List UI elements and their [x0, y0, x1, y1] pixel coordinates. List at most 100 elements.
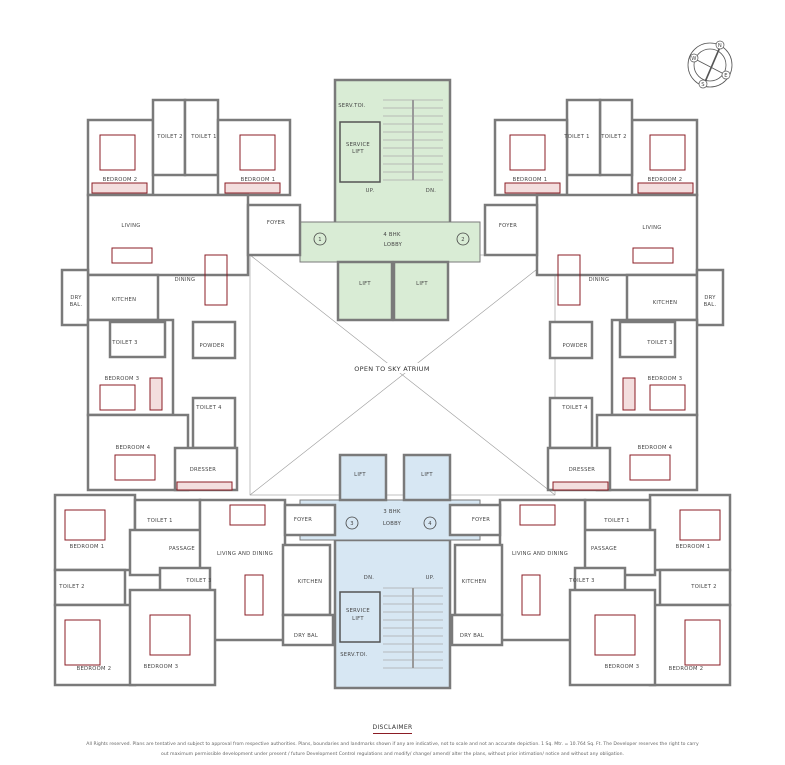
room-label: PASSAGE — [591, 546, 617, 552]
room-outline — [453, 543, 504, 617]
room-outline — [658, 568, 732, 607]
room-outline — [448, 503, 502, 537]
room-label: SERV.TOI. — [340, 652, 368, 658]
room-label: LOBBY — [383, 521, 402, 527]
bed-icon — [64, 509, 106, 541]
dining-table-icon — [204, 254, 228, 306]
lift — [392, 260, 450, 322]
room-label: KITCHEN — [112, 297, 137, 303]
room-label: 4 — [428, 521, 432, 527]
lift — [338, 453, 388, 502]
compass-icon: N W E S — [687, 40, 733, 89]
wardrobe-icon — [149, 377, 163, 411]
room-label: 4 BHK — [383, 232, 401, 238]
room-label: 1 — [318, 237, 322, 243]
room-label: BAL. — [704, 302, 717, 308]
room-label: FOYER — [472, 517, 490, 523]
room-outline — [108, 320, 167, 359]
room-label: LIFT — [352, 616, 364, 622]
service-lift — [339, 121, 381, 183]
room-label: SERVICE — [346, 608, 370, 614]
room-label: TOILET 3 — [111, 340, 137, 346]
room-label: BEDROOM 2 — [103, 177, 138, 183]
room-label: DRY — [704, 295, 716, 301]
room-label: LOBBY — [384, 242, 403, 248]
bed-icon — [649, 384, 686, 411]
room-label: DRY BAL — [294, 633, 318, 639]
room-outline — [281, 613, 335, 647]
room-label: TOILET 2 — [600, 134, 626, 140]
room-label: LIFT — [354, 472, 366, 478]
bed-icon — [99, 384, 136, 411]
room-outline — [246, 203, 302, 257]
room-label: DINING — [175, 277, 196, 283]
room-label: TOILET 2 — [690, 584, 716, 590]
room-label: BEDROOM 2 — [648, 177, 683, 183]
room-outline — [450, 613, 504, 647]
room-outline — [618, 320, 677, 359]
room-label: BEDROOM 4 — [638, 445, 673, 451]
room-label: PASSAGE — [169, 546, 195, 552]
wardrobe-icon — [552, 481, 609, 491]
room-label: 3 — [350, 521, 354, 527]
sofa-icon — [111, 247, 153, 264]
room-outline — [568, 588, 657, 687]
room-outline — [535, 193, 699, 277]
room-label: TOILET 2 — [58, 584, 84, 590]
dining-table-icon — [519, 504, 556, 526]
lift — [402, 453, 452, 502]
bed-icon — [114, 454, 156, 481]
bed-icon — [679, 509, 721, 541]
room-label: 2 — [461, 237, 465, 243]
room-label: LIFT — [359, 281, 371, 287]
wardrobe-icon — [622, 377, 636, 411]
room-outline — [53, 568, 127, 607]
room-label: BEDROOM 3 — [144, 664, 179, 670]
dining-table-icon — [229, 504, 266, 526]
room-label: DRY BAL — [460, 633, 484, 639]
room-label: POWDER — [562, 343, 587, 349]
room-label: SERVICE — [346, 142, 370, 148]
wardrobe-icon — [176, 481, 233, 491]
room-label: TOILET 4 — [195, 405, 222, 411]
room-label: BEDROOM 1 — [513, 177, 548, 183]
room-label: FOYER — [499, 223, 517, 229]
room-label: FOYER — [267, 220, 285, 226]
room-outline — [695, 268, 725, 327]
room-label: TOILET 1 — [146, 518, 172, 524]
4bhk-lobby — [299, 221, 481, 263]
bed-icon — [99, 134, 136, 171]
room-label: POWDER — [199, 343, 224, 349]
room-outline — [283, 503, 337, 537]
room-outline — [60, 268, 90, 327]
room-label: 3 BHK — [383, 509, 401, 515]
room-label: DINING — [589, 277, 610, 283]
room-label: BEDROOM 3 — [105, 376, 140, 382]
dining-table-icon — [557, 254, 581, 306]
compass-w: W — [691, 56, 696, 62]
room-label: UP. — [426, 575, 435, 581]
room-label: BEDROOM 3 — [648, 376, 683, 382]
room-label: TOILET 2 — [156, 134, 182, 140]
room-label: KITCHEN — [462, 579, 487, 585]
room-label: LIFT — [421, 472, 433, 478]
bed-icon — [64, 619, 101, 666]
room-outline — [595, 413, 699, 492]
room-label: BEDROOM 2 — [77, 666, 112, 672]
room-label: BAL. — [70, 302, 83, 308]
room-label: FOYER — [294, 517, 312, 523]
atrium-label: OPEN TO SKY ATRIUM — [354, 365, 430, 373]
room-outline — [281, 543, 332, 617]
room-label: TOILET 3 — [646, 340, 672, 346]
room-outline — [548, 396, 594, 450]
room-outline — [86, 413, 190, 492]
room-outline — [191, 320, 237, 360]
furniture — [64, 134, 721, 666]
room-outline — [648, 493, 732, 572]
sofa-icon — [244, 574, 264, 616]
room-label: TOILET 3 — [568, 578, 594, 584]
room-outline — [548, 320, 594, 360]
room-label: LIVING AND DINING — [512, 551, 568, 557]
room-label: LIVING — [121, 223, 140, 229]
